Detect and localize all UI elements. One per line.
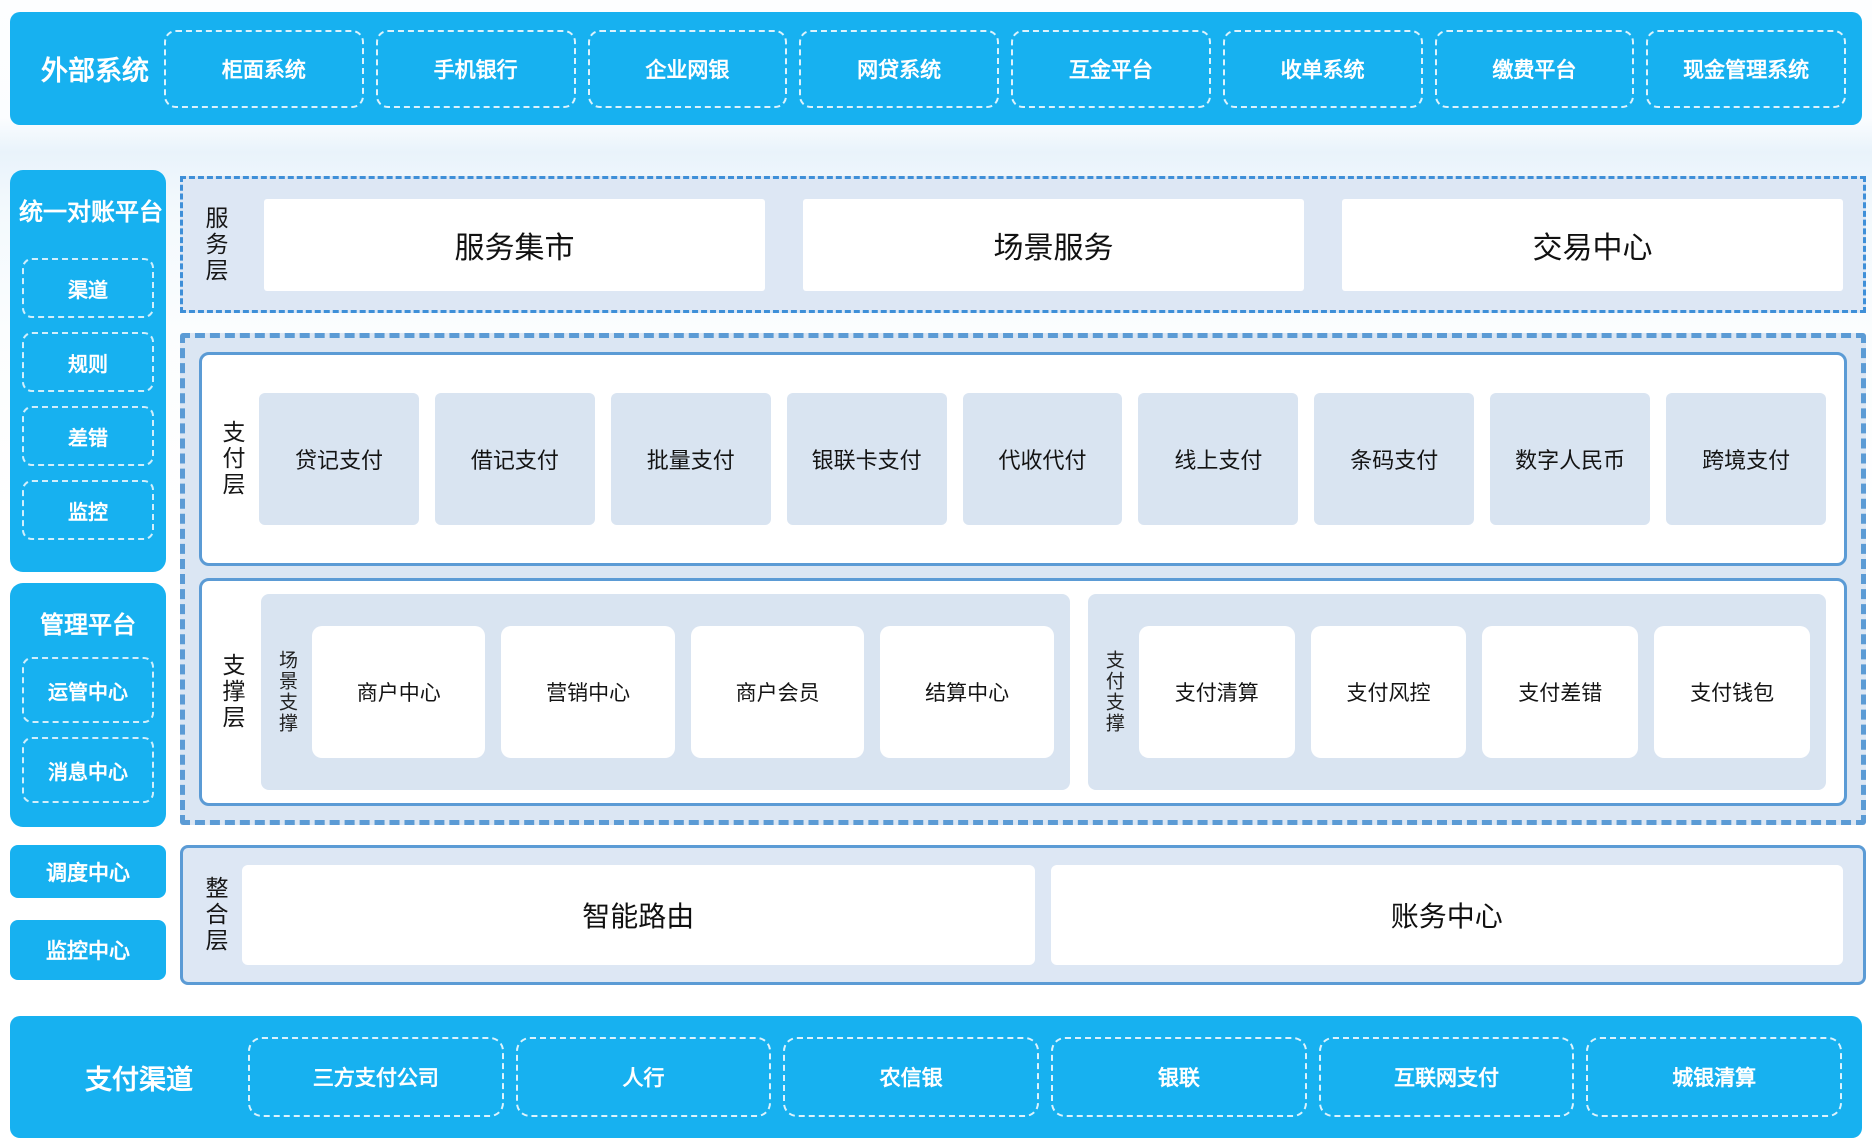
payment-channel-node: 农信银 <box>783 1037 1040 1117</box>
external-system-node: 收单系统 <box>1222 29 1423 108</box>
payment-node: 数字人民币 <box>1490 393 1651 525</box>
payment-node: 跨境支付 <box>1666 393 1827 525</box>
external-system-node: 网贷系统 <box>799 29 999 108</box>
external-system-node: 互金平台 <box>1011 29 1211 108</box>
payment-support-subgroup: 支付支撑 支付清算 支付风控 支付差错 支付钱包 <box>1087 594 1826 790</box>
service-layer-label: 服务层 <box>202 205 228 284</box>
management-platform-title: 管理平台 <box>40 612 136 639</box>
external-system-node: 缴费平台 <box>1434 29 1635 108</box>
payment-node: 银联卡支付 <box>786 393 947 525</box>
service-layer: 服务层 服务集市 场景服务 交易中心 <box>180 176 1866 313</box>
support-layer: 支撑层 场景支撑 商户中心 营销中心 商户会员 结算中心 支付支撑 支付清算 支… <box>199 578 1847 806</box>
payment-support-node: 支付清算 <box>1138 626 1295 758</box>
payment-node: 条码支付 <box>1314 393 1475 525</box>
external-system-node: 企业网银 <box>587 29 788 108</box>
external-system-node: 手机银行 <box>375 29 576 108</box>
management-node: 运管中心 <box>22 657 154 723</box>
payment-node: 线上支付 <box>1138 393 1299 525</box>
integration-node: 账务中心 <box>1050 865 1843 965</box>
payment-layer-label: 支付层 <box>219 420 245 498</box>
support-layer-label: 支撑层 <box>219 653 245 731</box>
service-node: 服务集市 <box>264 198 765 291</box>
payment-channels-items: 三方支付公司 人行 农信银 银联 互联网支付 城银清算 <box>248 1037 1843 1117</box>
payment-layer: 支付层 贷记支付 借记支付 批量支付 银联卡支付 代收代付 线上支付 条码支付 … <box>199 352 1847 566</box>
integration-node: 智能路由 <box>242 865 1035 965</box>
payment-channels-title: 支付渠道 <box>85 1064 193 1095</box>
management-platform-block: 管理平台 运管中心 消息中心 <box>10 583 166 827</box>
scene-support-node: 结算中心 <box>880 626 1054 758</box>
dispatch-center-node: 调度中心 <box>10 845 166 898</box>
reconciliation-node: 差错 <box>22 406 154 466</box>
external-system-node: 柜面系统 <box>164 29 364 108</box>
monitor-center-node: 监控中心 <box>10 920 166 980</box>
external-systems-bar: 外部系统 柜面系统 手机银行 企业网银 网贷系统 互金平台 收单系统 缴费平台 … <box>10 12 1862 125</box>
payment-support-label: 支付支撑 <box>1102 650 1124 734</box>
external-systems-items: 柜面系统 手机银行 企业网银 网贷系统 互金平台 收单系统 缴费平台 现金管理系… <box>164 29 1846 108</box>
reconciliation-platform-title: 统一对账平台 <box>19 199 163 226</box>
management-node: 消息中心 <box>22 737 154 803</box>
scene-support-node: 商户会员 <box>690 626 865 758</box>
scene-support-node: 商户中心 <box>312 626 486 758</box>
external-systems-title: 外部系统 <box>41 56 149 86</box>
external-system-node: 现金管理系统 <box>1646 29 1846 108</box>
reconciliation-node: 渠道 <box>22 258 154 318</box>
payment-channels-bar: 支付渠道 三方支付公司 人行 农信银 银联 互联网支付 城银清算 <box>10 1016 1862 1138</box>
payment-channel-node: 互联网支付 <box>1318 1037 1575 1117</box>
integration-layer: 整合层 智能路由 账务中心 <box>180 845 1866 985</box>
payment-support-node: 支付钱包 <box>1654 626 1810 758</box>
scene-support-group: 场景支撑 商户中心 营销中心 商户会员 结算中心 <box>261 594 1070 790</box>
payment-node: 借记支付 <box>434 393 595 525</box>
reconciliation-platform-block: 统一对账平台 渠道 规则 差错 监控 <box>10 170 166 572</box>
scene-support-label: 场景支撑 <box>276 650 297 734</box>
payment-support-node: 支付风控 <box>1310 626 1467 758</box>
payment-node: 批量支付 <box>610 393 771 525</box>
scene-support-node: 营销中心 <box>501 626 675 758</box>
payment-channel-node: 三方支付公司 <box>248 1037 504 1117</box>
reconciliation-node: 监控 <box>22 480 154 540</box>
service-node: 交易中心 <box>1342 198 1843 291</box>
service-node: 场景服务 <box>803 198 1304 291</box>
payment-node: 代收代付 <box>962 393 1123 525</box>
reconciliation-node: 规则 <box>22 332 154 392</box>
payment-support-node: 支付差错 <box>1482 626 1639 758</box>
payment-channel-node: 人行 <box>515 1037 772 1117</box>
integration-layer-label: 整合层 <box>202 876 228 954</box>
payment-channel-node: 银联 <box>1051 1037 1307 1117</box>
payment-channel-node: 城银清算 <box>1586 1037 1843 1117</box>
payment-node: 贷记支付 <box>259 393 419 525</box>
payment-support-group: 支付层 贷记支付 借记支付 批量支付 银联卡支付 代收代付 线上支付 条码支付 … <box>180 333 1866 825</box>
